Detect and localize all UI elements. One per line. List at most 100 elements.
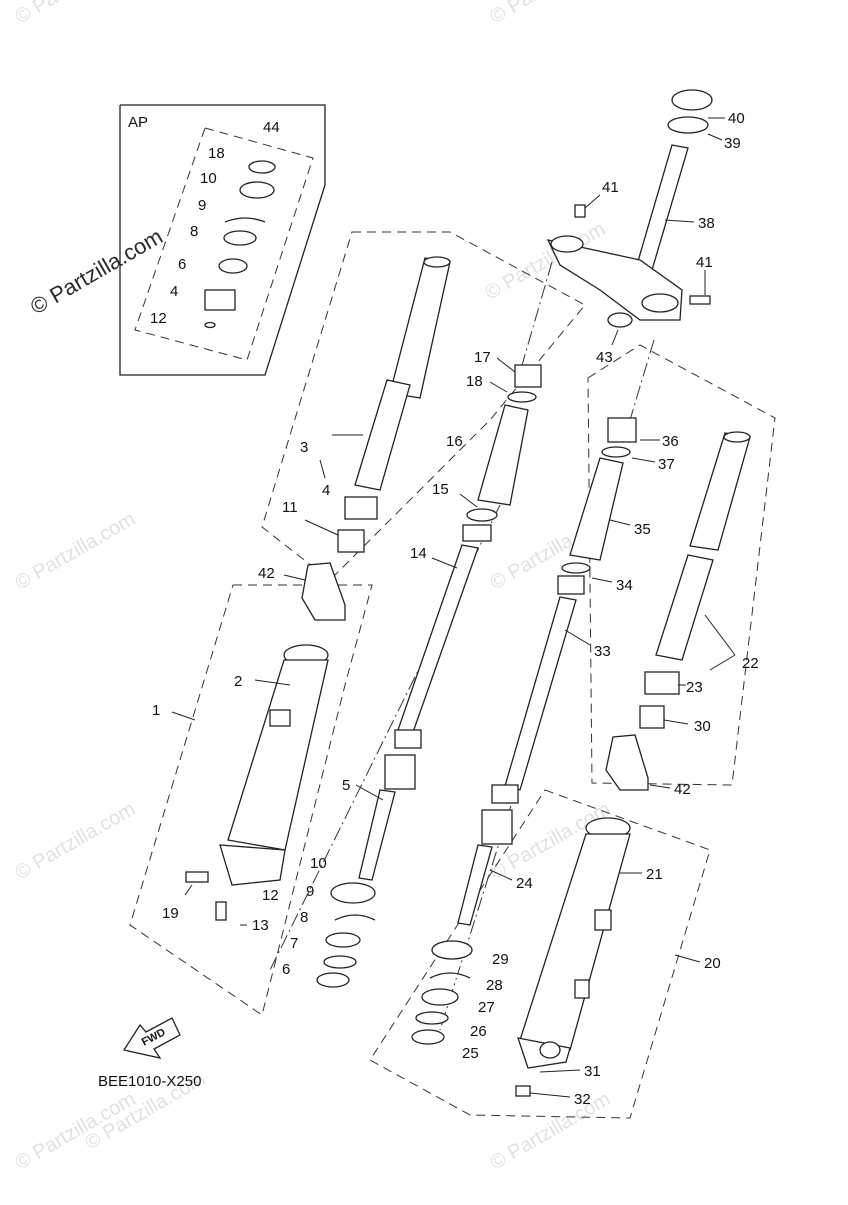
part-oring [507, 391, 537, 403]
leader-line [283, 574, 306, 581]
callout-43[interactable]: 43 [596, 349, 613, 366]
callout-27[interactable]: 27 [478, 999, 495, 1016]
callout-4[interactable]: 4 [322, 482, 330, 499]
callout-23[interactable]: 23 [686, 679, 703, 696]
callout-41[interactable]: 41 [602, 179, 619, 196]
leader-line [171, 711, 196, 721]
callout-21[interactable]: 21 [646, 866, 663, 883]
part-bearing-race [667, 116, 709, 134]
callout-4[interactable]: 4 [170, 283, 178, 300]
callout-31[interactable]: 31 [584, 1063, 601, 1080]
callout-15[interactable]: 15 [432, 481, 449, 498]
callout-26[interactable]: 26 [470, 1023, 487, 1040]
center-line [269, 504, 501, 971]
part-washer [325, 932, 361, 948]
left-outer-tube: 42 2 1 19 12 13 [152, 562, 346, 934]
part-inner-tube-lower [655, 554, 714, 661]
callout-25[interactable]: 25 [462, 1045, 479, 1062]
callout-41[interactable]: 41 [696, 254, 713, 271]
part-clamp [607, 312, 633, 328]
fwd-arrow-icon [122, 1017, 181, 1059]
callout-39[interactable]: 39 [724, 135, 741, 152]
callout-40[interactable]: 40 [728, 110, 745, 127]
callout-38[interactable]: 38 [698, 215, 715, 232]
callout-8[interactable]: 8 [190, 223, 198, 240]
leader-line [704, 614, 736, 656]
callout-42[interactable]: 42 [674, 781, 691, 798]
part-tube-end [723, 431, 751, 443]
callout-9[interactable]: 9 [198, 197, 206, 214]
callout-18[interactable]: 18 [466, 373, 483, 390]
part-bolt [574, 204, 586, 218]
callout-6[interactable]: 6 [282, 961, 290, 978]
part-damper-rod [457, 844, 493, 926]
leader-line [496, 357, 516, 373]
part-bearing-upper [671, 89, 713, 111]
leader-line [611, 329, 619, 346]
part-bushing [411, 1029, 445, 1045]
part-washer [421, 988, 459, 1006]
callout-7[interactable]: 7 [290, 935, 298, 952]
callout-20[interactable]: 20 [704, 955, 721, 972]
callout-28[interactable]: 28 [486, 977, 503, 994]
callout-16[interactable]: 16 [446, 433, 463, 450]
leader-line [709, 654, 736, 671]
part-oring [248, 160, 276, 174]
part-guide-bushing [639, 705, 665, 729]
callout-35[interactable]: 35 [634, 521, 651, 538]
part-cap-bolt [607, 417, 637, 443]
callout-44[interactable]: 44 [263, 119, 280, 136]
callout-8[interactable]: 8 [300, 909, 308, 926]
callout-22[interactable]: 22 [742, 655, 759, 672]
callout-42[interactable]: 42 [258, 565, 275, 582]
callout-34[interactable]: 34 [616, 577, 633, 594]
callout-10[interactable]: 10 [200, 170, 217, 187]
callout-36[interactable]: 36 [662, 433, 679, 450]
leader-line [674, 954, 701, 963]
callout-32[interactable]: 32 [574, 1091, 591, 1108]
part-bushing [316, 972, 350, 988]
part-washer [223, 230, 257, 246]
callout-13[interactable]: 13 [252, 917, 269, 934]
part-inner-tube-lower [354, 379, 411, 491]
callout-17[interactable]: 17 [474, 349, 491, 366]
leader-line [529, 1092, 571, 1098]
callout-24[interactable]: 24 [516, 875, 533, 892]
callout-6[interactable]: 6 [178, 256, 186, 273]
part-clip [334, 914, 376, 921]
callout-19[interactable]: 19 [162, 905, 179, 922]
callout-14[interactable]: 14 [410, 545, 427, 562]
callout-12[interactable]: 12 [150, 310, 167, 327]
leader-line [459, 493, 478, 508]
leader-line [664, 219, 695, 223]
part-caliper-mount [594, 909, 612, 931]
left-inner-tube: 3 4 11 [282, 256, 451, 553]
right-inner-tube: 22 23 30 [639, 431, 759, 735]
callout-11[interactable]: 11 [282, 499, 298, 516]
callout-33[interactable]: 33 [594, 643, 611, 660]
right-outer-tube: 42 21 20 31 32 [515, 734, 721, 1108]
part-spacer [569, 457, 624, 561]
part-fork-guard [301, 562, 346, 621]
callout-2[interactable]: 2 [234, 673, 242, 690]
ap-dashed-group [134, 127, 314, 361]
callout-18[interactable]: 18 [208, 145, 225, 162]
part-oil-seal [330, 882, 376, 904]
part-caliper-mount [269, 709, 291, 727]
callout-30[interactable]: 30 [694, 718, 711, 735]
callout-37[interactable]: 37 [658, 456, 675, 473]
callout-12[interactable]: 12 [262, 887, 279, 904]
ap-box [119, 104, 326, 376]
callout-10[interactable]: 10 [310, 855, 327, 872]
part-washer [561, 562, 591, 574]
callout-29[interactable]: 29 [492, 951, 509, 968]
part-bushing [218, 258, 248, 274]
callout-3[interactable]: 3 [300, 439, 308, 456]
leader-line [564, 629, 591, 646]
callout-9[interactable]: 9 [306, 883, 314, 900]
leader-line [489, 869, 513, 881]
callout-5[interactable]: 5 [342, 777, 350, 794]
watermark: © Partzilla.com [487, 0, 615, 28]
callout-1[interactable]: 1 [152, 702, 160, 719]
